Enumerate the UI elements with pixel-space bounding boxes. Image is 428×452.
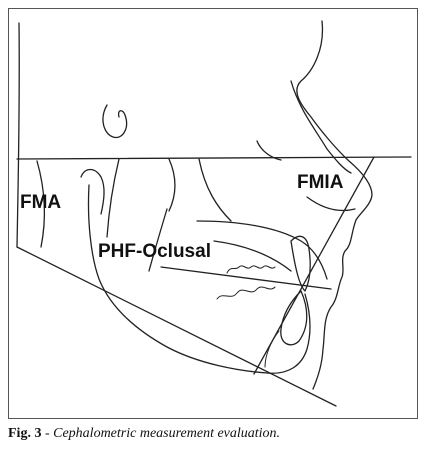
mandible-outline [87, 184, 311, 374]
pterygoid-curve [80, 168, 105, 215]
skull-outline-curve [16, 22, 20, 248]
mandibular-plane [16, 246, 337, 407]
lower-incisor-root [264, 330, 280, 368]
caption-separator: - [41, 426, 54, 441]
figure-caption: Fig. 3 - Cephalometric measurement evalu… [8, 426, 420, 442]
ear-squiggle [102, 104, 128, 139]
figure-frame: FMA PHF-Oclusal FMIA [8, 8, 418, 419]
occlusal-plane [160, 266, 332, 290]
palate-line [213, 240, 292, 272]
lower-teeth-crowns [216, 286, 276, 300]
nasal-bone-line [290, 80, 352, 174]
orbit-outline [198, 158, 232, 222]
fma-label: FMA [20, 192, 62, 213]
maxilla-outline [196, 220, 328, 280]
caption-figure-number: Fig. 3 [8, 426, 42, 441]
fmia-label: FMIA [297, 172, 344, 193]
orbit-floor [256, 140, 282, 161]
coronoid-curve [168, 158, 176, 212]
molar-cusps [226, 265, 276, 274]
frankfort-horizontal-plane [16, 156, 412, 160]
caption-text: Cephalometric measurement evaluation. [53, 426, 281, 441]
upper-incisor [290, 235, 311, 292]
fmia-angle-arc [306, 196, 356, 212]
cephalometric-tracing [16, 20, 412, 407]
ramus-line [106, 158, 120, 238]
phf-oclusal-angle-arc [148, 208, 168, 272]
soft-tissue-profile [296, 20, 373, 390]
fma-angle-arc [36, 160, 46, 248]
phf-oclusal-label: PHF-Oclusal [98, 241, 211, 262]
lower-incisor [280, 290, 308, 346]
